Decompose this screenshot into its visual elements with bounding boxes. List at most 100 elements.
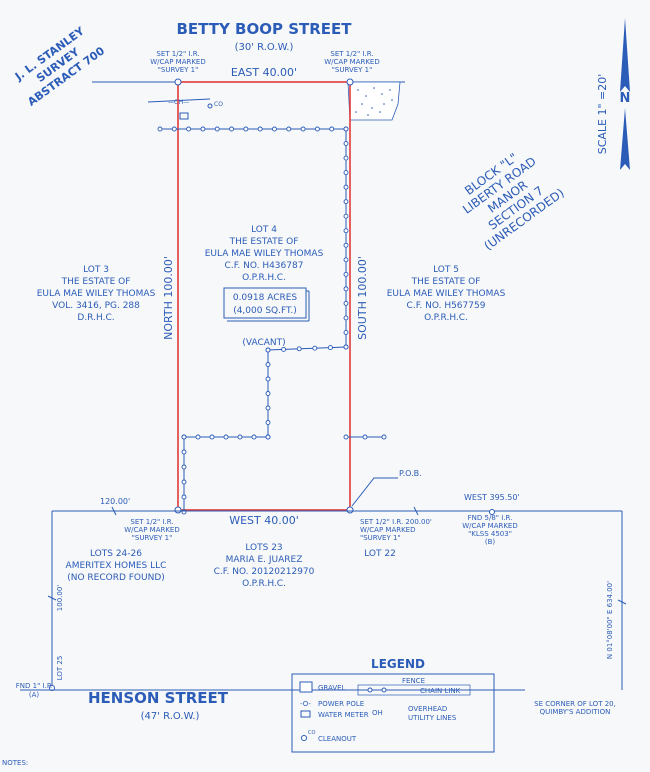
fence-post	[362, 434, 368, 440]
fence-post	[265, 362, 271, 367]
se-monument-3: "SURVEY 1"	[360, 534, 401, 542]
se-corner-marker	[346, 506, 354, 514]
east-bearing: N 01°08'00" E 634.00'	[606, 581, 614, 659]
water-meter-icon	[179, 112, 189, 120]
lot5-line-4: C.F. NO. H567759	[407, 301, 486, 311]
fence-post	[327, 345, 333, 351]
legend-power-pole: POWER POLE	[318, 700, 364, 708]
lot23-line-3: C.F. NO. 20120212970	[214, 567, 315, 577]
legend-co: CO	[308, 730, 315, 736]
fence-post	[257, 126, 263, 132]
pob-label: P.O.B.	[399, 469, 422, 478]
fence-post	[223, 434, 229, 440]
fence-post	[343, 170, 349, 176]
dim-west-395: WEST 395.50'	[464, 493, 520, 502]
fence-post	[329, 126, 335, 132]
legend-cleanout: CLEANOUT	[318, 735, 357, 743]
fnd58-1: FND 5/8" I.R.	[468, 514, 513, 522]
fence-post	[343, 434, 349, 440]
legend-overhead-1: OVERHEAD	[408, 705, 447, 713]
lot3-line-2: THE ESTATE OF	[61, 277, 131, 287]
lot4-line-1: LOT 4	[251, 225, 277, 235]
legend-water-meter-icon	[300, 710, 311, 718]
gravel-dots	[355, 87, 393, 116]
lots24-line-3: (NO RECORD FOUND)	[67, 573, 165, 583]
lot23-line-4: O.P.R.H.C.	[242, 579, 286, 589]
east-dimension: EAST 40.00'	[231, 66, 297, 79]
fnd58-2: W/CAP MARKED	[462, 522, 518, 530]
fence-post	[237, 434, 243, 440]
legend-gravel: GRAVEL	[318, 684, 346, 692]
lot23-line-2: MARIA E. JUAREZ	[226, 555, 303, 565]
fence-post	[296, 346, 302, 352]
fence-post	[265, 376, 271, 382]
lot5-line-5: O.P.R.H.C.	[424, 313, 468, 323]
fence-post	[281, 346, 287, 352]
legend-chain-link: CHAIN LINK	[420, 687, 461, 695]
legend-title: LEGEND	[371, 657, 425, 671]
fence-post	[265, 347, 271, 353]
fence-post	[200, 126, 206, 132]
legend-box	[291, 673, 495, 753]
fnd-rod-marker	[489, 509, 495, 515]
fence-post	[343, 228, 349, 234]
fence-post	[343, 300, 349, 306]
legend-fence: FENCE	[402, 677, 425, 685]
lot4-line-3: EULA MAE WILEY THOMAS	[205, 249, 324, 259]
legend-oh: OH	[372, 709, 383, 717]
fence-post	[265, 405, 271, 411]
fence-post	[181, 434, 187, 440]
fence-post	[181, 479, 187, 485]
lots24-line-1: LOTS 24-26	[90, 549, 142, 559]
fence-post	[314, 126, 320, 132]
area-acres: 0.0918 ACRES	[233, 293, 298, 303]
cleanout-icon	[207, 103, 213, 109]
fence-post	[312, 345, 318, 351]
sw-monument-1: SET 1/2" I.R.	[130, 518, 173, 526]
lot4-line-5: O.P.R.H.C.	[242, 273, 286, 283]
fence-post	[181, 464, 187, 470]
se-corner-2: QUIMBY'S ADDITION	[540, 708, 611, 716]
sw-monument-3: "SURVEY 1"	[132, 534, 173, 542]
fence-post	[195, 434, 201, 440]
fence-post	[343, 141, 349, 146]
fence-post	[343, 184, 349, 190]
cleanout-mark: CO	[214, 101, 223, 108]
fence-marks	[157, 126, 387, 515]
fence-post	[265, 434, 271, 440]
fence-post	[300, 126, 306, 132]
north-street-name: BETTY BOOP STREET	[176, 20, 352, 38]
ne-monument-2: W/CAP MARKED	[324, 58, 380, 66]
fence-post	[343, 126, 349, 132]
fnd1-tag: (A)	[29, 691, 40, 699]
sw-monument-2: W/CAP MARKED	[124, 526, 180, 534]
se-corner-1: SE CORNER OF LOT 20,	[534, 700, 616, 708]
north-dimension: NORTH 100.00'	[162, 256, 175, 340]
south-street-row: (47' R.O.W.)	[141, 711, 200, 722]
fence-post	[343, 257, 349, 263]
fence-post	[343, 344, 349, 350]
lot4-line-4: C.F. NO. H436787	[225, 261, 304, 271]
west-dimension: WEST 40.00'	[229, 514, 299, 527]
fence-post	[171, 126, 177, 132]
lot-4-boundary	[177, 81, 351, 511]
area-box	[223, 287, 307, 319]
scale-label: SCALE 1" =20'	[596, 74, 609, 155]
lot5-line-3: EULA MAE WILEY THOMAS	[387, 289, 506, 299]
fence-post	[265, 391, 271, 396]
lots24-line-2: AMERITEX HOMES LLC	[66, 561, 167, 571]
fnd58-tag: (B)	[485, 538, 496, 546]
legend-water-meter: WATER METER	[318, 711, 369, 719]
dim-120: 120.00'	[100, 497, 130, 506]
fence-post	[214, 126, 220, 132]
fence-post	[209, 434, 215, 440]
lot3-line-3: EULA MAE WILEY THOMAS	[37, 289, 156, 299]
ne-corner-marker	[346, 78, 354, 86]
lot5-line-2: THE ESTATE OF	[411, 277, 481, 287]
lot5-line-1: LOT 5	[433, 265, 459, 275]
lot3-line-1: LOT 3	[83, 265, 109, 275]
fence-post	[181, 449, 187, 455]
legend-cleanout-icon	[301, 735, 307, 741]
